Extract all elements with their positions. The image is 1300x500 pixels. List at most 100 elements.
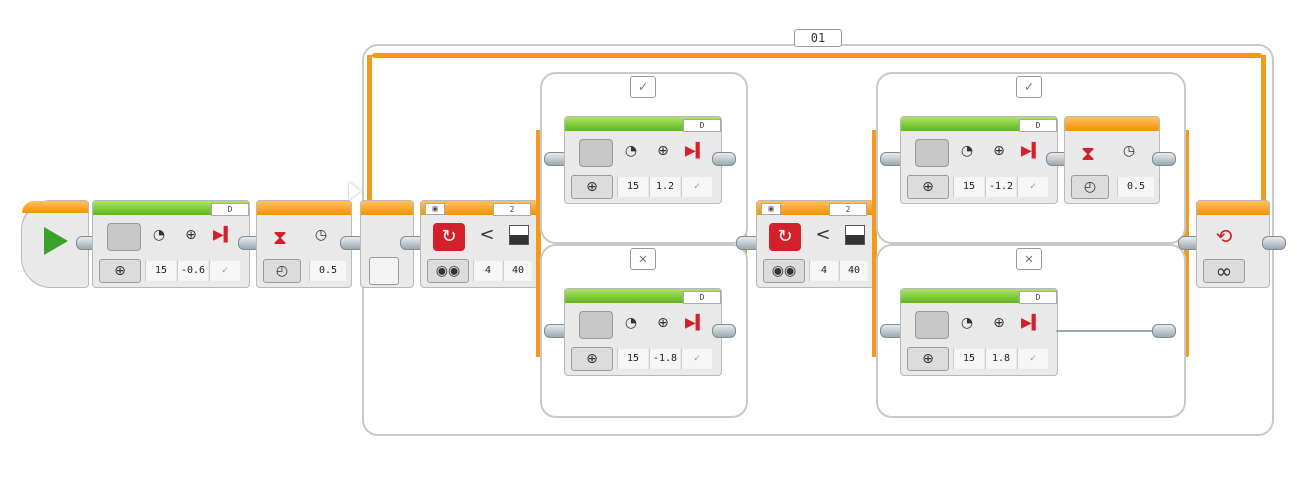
speed-icon: ◔ (152, 227, 166, 243)
sequence-connector[interactable] (1262, 236, 1286, 250)
compare-operator[interactable]: < (815, 224, 831, 245)
mode-selector-button[interactable]: ⊕ (571, 175, 613, 199)
loop-return-wire-left (367, 55, 372, 200)
switch1-false-tab[interactable]: ✕ (630, 248, 656, 270)
brake-check[interactable]: ✓ (1017, 177, 1048, 197)
motor-icon (107, 223, 141, 251)
medium-motor-block-1[interactable]: D ◔ ⊕ ▶▍ ⊕ 15 -0.6 ✓ (92, 200, 250, 288)
case-count[interactable]: 2 (829, 203, 867, 216)
switch-view-toggle-icon[interactable]: ▣ (761, 203, 781, 215)
motor-block-header (901, 289, 1057, 303)
compare-mode-button[interactable]: ◉◉ (763, 259, 805, 283)
switch2-false-tab[interactable]: ✕ (1016, 248, 1042, 270)
switch-block-1[interactable]: ▣ 2 ↻ < ◉◉ 4 40 (420, 200, 538, 288)
switch-block-2[interactable]: ▣ 2 ↻ < ◉◉ 4 40 (756, 200, 874, 288)
power-value[interactable]: 15 (953, 349, 984, 369)
sequence-connector[interactable] (712, 324, 736, 338)
sensor-value[interactable]: 40 (839, 261, 868, 281)
switch1-true-tab[interactable]: ✓ (630, 76, 656, 98)
power-value[interactable]: 15 (617, 177, 648, 197)
sequence-wire (1056, 330, 1160, 332)
motor-port-label[interactable]: D (683, 119, 721, 132)
rotations-icon: ⊕ (993, 315, 1005, 331)
motor-port-label[interactable]: D (1019, 119, 1057, 132)
wait-block-2[interactable]: ⧗ ◷ ◴ 0.5 (1064, 116, 1160, 204)
rotations-mode-icon: ⊕ (922, 179, 934, 195)
seconds-value[interactable]: 0.5 (1117, 177, 1154, 197)
mode-selector-button[interactable]: ⊕ (907, 175, 949, 199)
mode-selector-button[interactable]: ◴ (263, 259, 301, 283)
mode-selector-button[interactable]: ⊕ (571, 347, 613, 371)
medium-motor-block-2[interactable]: D ◔ ⊕ ▶▍ ⊕ 15 1.2 ✓ (564, 116, 722, 204)
sensor-value-icon (845, 225, 865, 245)
brake-check[interactable]: ✓ (1017, 349, 1048, 369)
brake-icon: ▶▍ (685, 315, 707, 331)
brake-check[interactable]: ✓ (681, 349, 712, 369)
threshold-value[interactable]: 4 (809, 261, 838, 281)
wait-block-header (257, 201, 351, 215)
loop-return-wire-top (372, 53, 1262, 58)
mode-selector-button[interactable]: ◴ (1071, 175, 1109, 199)
time-mode-icon: ◴ (275, 263, 289, 279)
medium-motor-block-5[interactable]: D ◔ ⊕ ▶▍ ⊕ 15 1.8 ✓ (900, 288, 1058, 376)
loop-end-block[interactable]: ⟲ ∞ (1196, 200, 1270, 288)
gyro-sensor-icon[interactable]: ↻ (769, 223, 801, 251)
brake-check[interactable]: ✓ (209, 261, 240, 281)
power-value[interactable]: 15 (617, 349, 648, 369)
rotations-value[interactable]: -1.2 (985, 177, 1016, 197)
switch1-left-bracket (536, 130, 541, 356)
switch2-left-bracket (872, 130, 877, 356)
motor-block-header (565, 289, 721, 303)
threshold-value[interactable]: 4 (473, 261, 502, 281)
time-mode-icon: ◴ (1083, 179, 1097, 195)
motor-icon (579, 139, 613, 167)
loop-return-arrow-icon (349, 182, 361, 200)
medium-motor-block-3[interactable]: D ◔ ⊕ ▶▍ ⊕ 15 -1.8 ✓ (564, 288, 722, 376)
rotations-icon: ⊕ (185, 227, 197, 243)
sequence-connector[interactable] (1152, 152, 1176, 166)
sequence-connector[interactable] (712, 152, 736, 166)
rotations-value[interactable]: 1.2 (649, 177, 680, 197)
power-value[interactable]: 15 (953, 177, 984, 197)
gyro-sensor-icon[interactable]: ↻ (433, 223, 465, 251)
switch2-true-tab[interactable]: ✓ (1016, 76, 1042, 98)
motor-block-header (565, 117, 721, 131)
loop-mode-button[interactable]: ∞ (1203, 259, 1245, 283)
medium-motor-block-4[interactable]: D ◔ ⊕ ▶▍ ⊕ 15 -1.2 ✓ (900, 116, 1058, 204)
motor-port-label[interactable]: D (683, 291, 721, 304)
rotations-value[interactable]: 1.8 (985, 349, 1016, 369)
brake-check[interactable]: ✓ (681, 177, 712, 197)
sensor-value[interactable]: 40 (503, 261, 532, 281)
wait-block-1[interactable]: ⧗ ◷ ◴ 0.5 (256, 200, 352, 288)
brake-icon: ▶▍ (213, 227, 235, 243)
motor-icon (915, 139, 949, 167)
loop-return-wire-right (1261, 55, 1266, 205)
loop-entry-header (361, 201, 413, 215)
compare-mode-button[interactable]: ◉◉ (427, 259, 469, 283)
rotations-value[interactable]: -1.8 (649, 349, 680, 369)
mode-selector-button[interactable]: ⊕ (99, 259, 141, 283)
seconds-value[interactable]: 0.5 (309, 261, 346, 281)
power-value[interactable]: 15 (145, 261, 176, 281)
brake-icon: ▶▍ (685, 143, 707, 159)
speed-icon: ◔ (960, 143, 974, 159)
case-count[interactable]: 2 (493, 203, 531, 216)
motor-port-label[interactable]: D (1019, 291, 1057, 304)
sequence-connector[interactable] (1152, 324, 1176, 338)
wait-block-header (1065, 117, 1159, 131)
rotations-icon: ⊕ (657, 143, 669, 159)
rotations-value[interactable]: -0.6 (177, 261, 208, 281)
loop-icon: ⟲ (1215, 224, 1233, 248)
rotations-icon: ⊕ (993, 143, 1005, 159)
loop-entry-square (369, 257, 399, 285)
start-block[interactable] (21, 200, 89, 288)
mode-selector-button[interactable]: ⊕ (907, 347, 949, 371)
timer-icon: ◷ (314, 227, 328, 243)
switch-view-toggle-icon[interactable]: ▣ (425, 203, 445, 215)
compare-operator[interactable]: < (479, 224, 495, 245)
motor-port-label[interactable]: D (211, 203, 249, 216)
loop-name-label[interactable]: 01 (794, 29, 842, 47)
rotations-mode-icon: ⊕ (586, 351, 598, 367)
play-icon[interactable] (44, 227, 68, 255)
infinity-icon: ∞ (1215, 259, 1233, 283)
